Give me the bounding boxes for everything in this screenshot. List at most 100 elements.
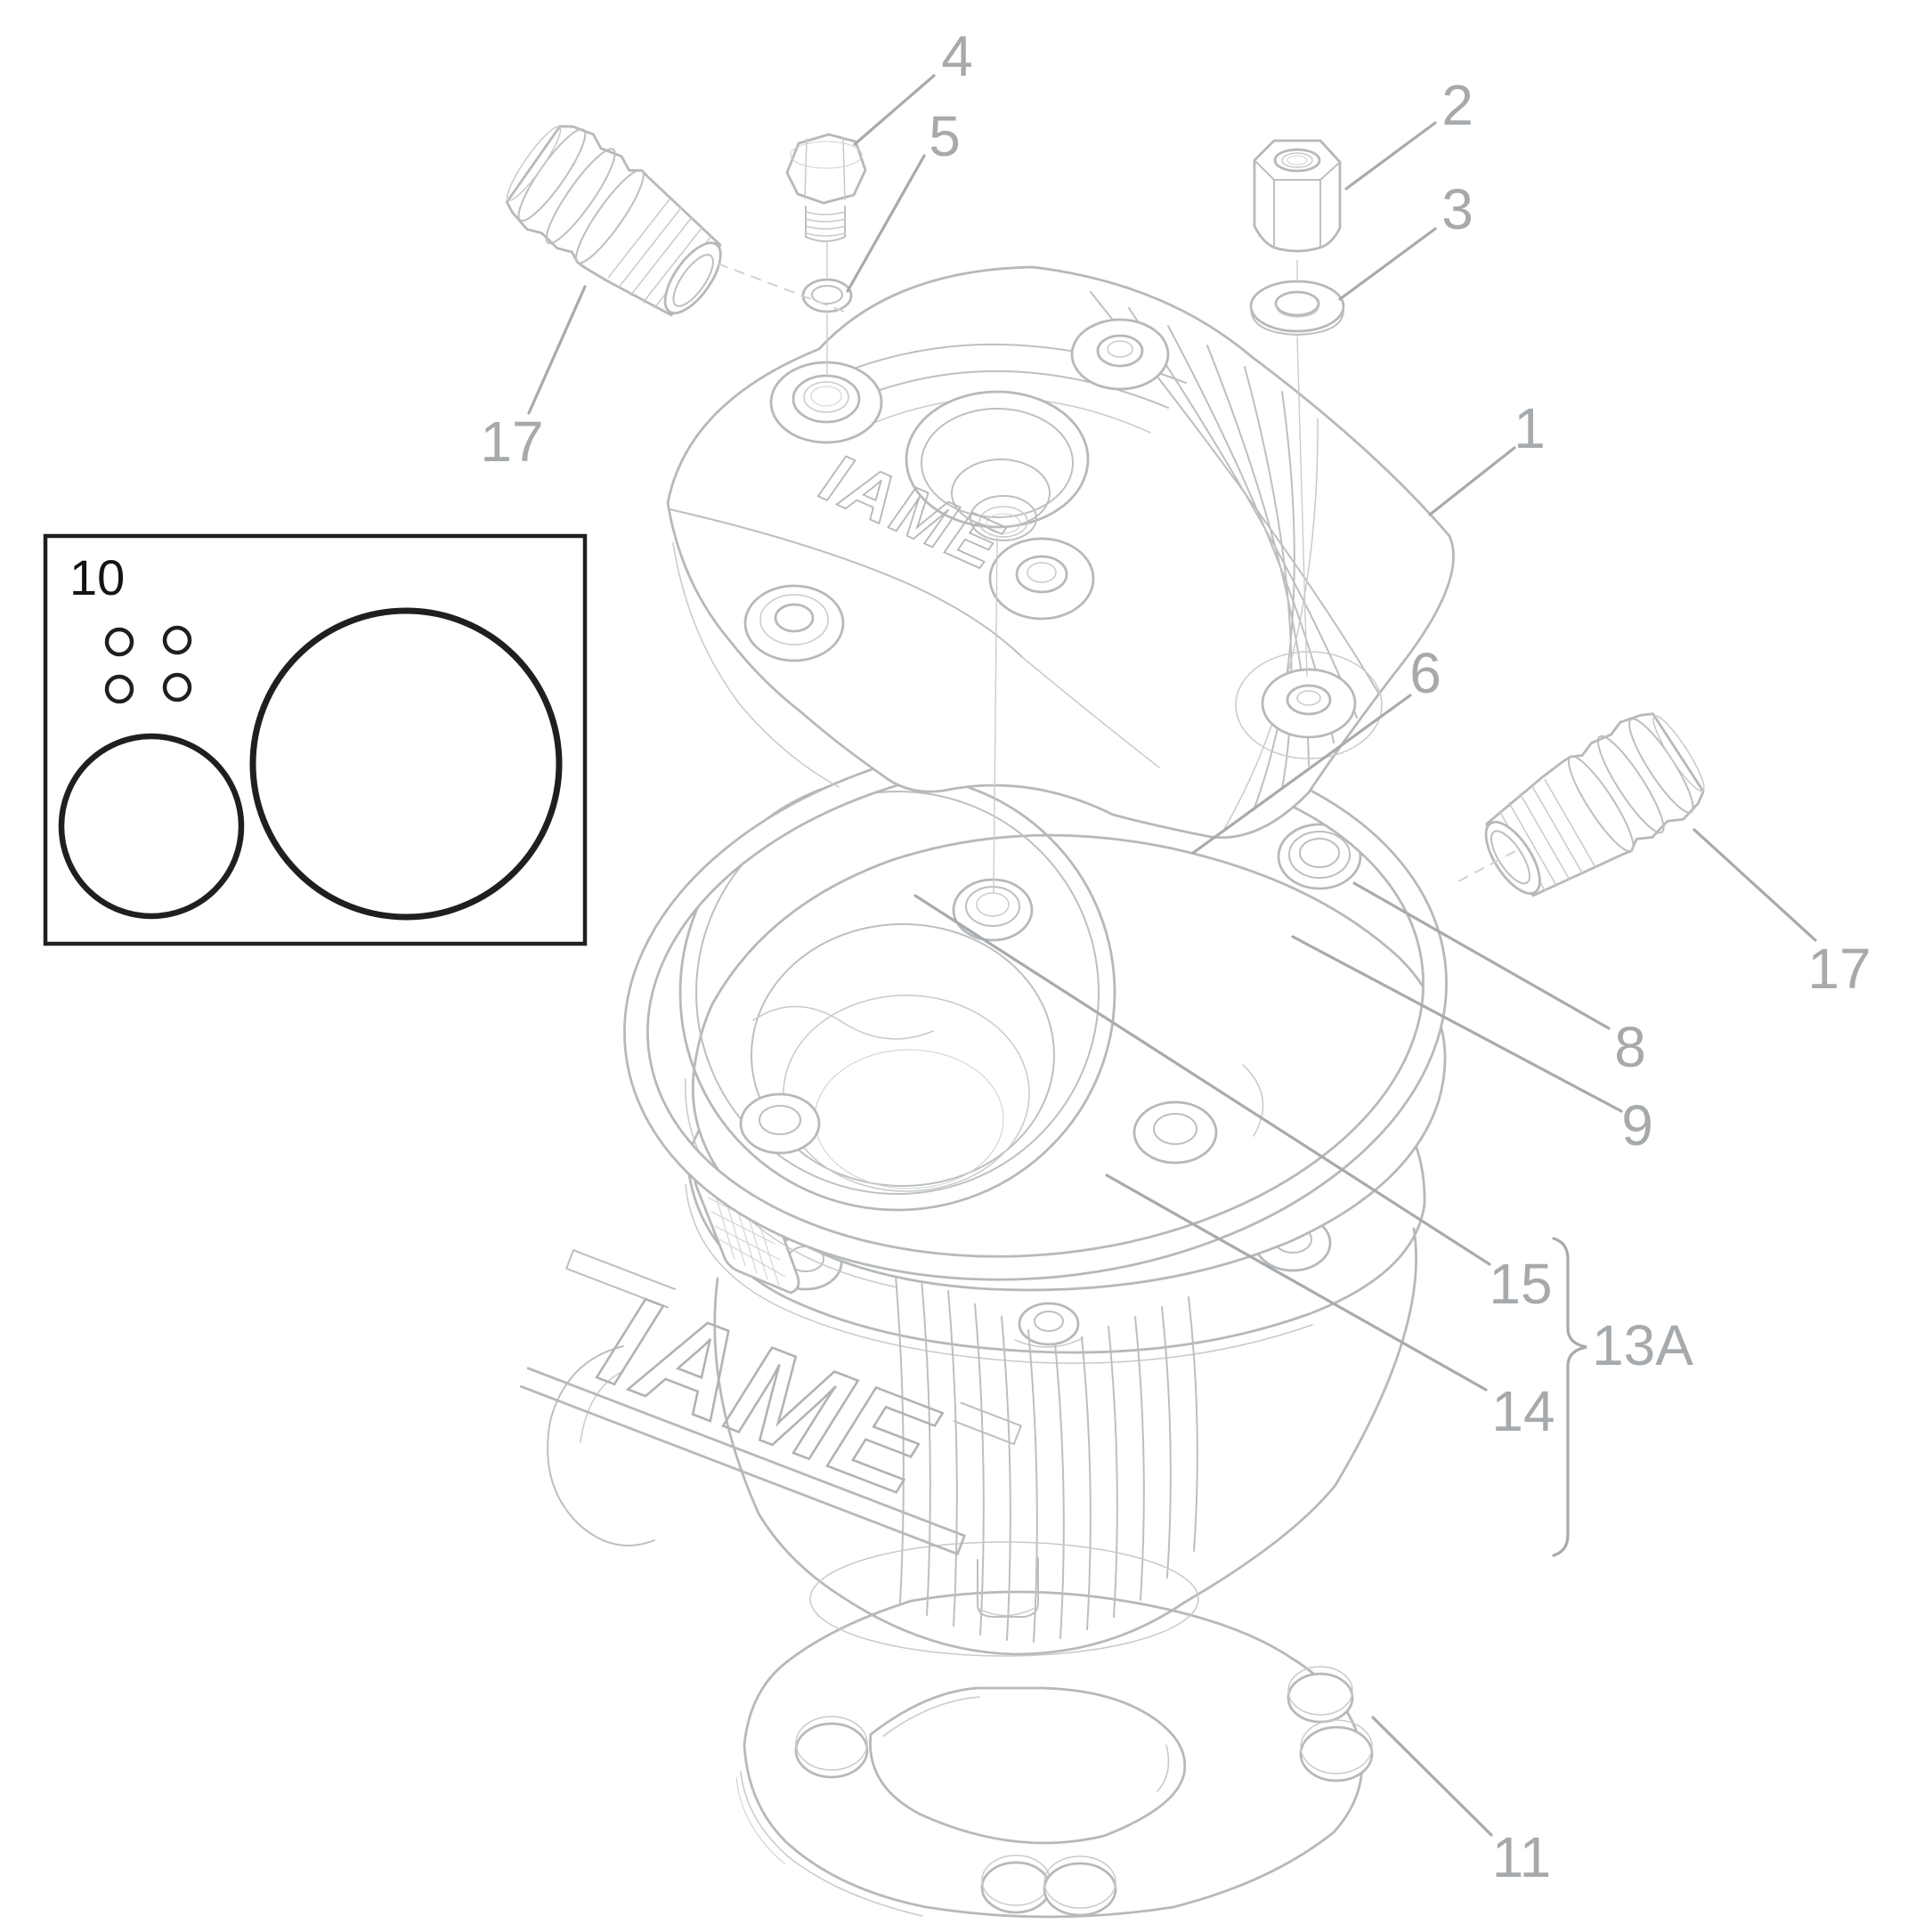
drawing-line [869, 1686, 1187, 1845]
drawing-line [1567, 755, 1635, 853]
callout-label-5: 5 [929, 104, 961, 168]
drawing-line [1096, 334, 1144, 368]
callout-label-13a: 13A [1592, 1313, 1693, 1377]
drawing-line [1235, 651, 1383, 759]
spark-plug-funnel [905, 390, 1090, 541]
callout-label-8: 8 [1614, 1015, 1646, 1079]
drawing-line [850, 369, 1169, 409]
drawing-line [801, 278, 853, 313]
drawing-line [790, 141, 863, 169]
drawing-line [1043, 1862, 1117, 1917]
kit-oring-small-2 [162, 625, 192, 655]
drawing-line [565, 1249, 676, 1309]
drawing-line [1253, 139, 1342, 253]
drawing-line [795, 1716, 868, 1771]
assembly-centerlines [717, 240, 1516, 893]
leader-2 [1344, 121, 1437, 191]
drawing-line [1296, 336, 1308, 678]
drawing-line [882, 1696, 980, 1737]
drawing-line [1275, 304, 1319, 318]
drawing-line [547, 1345, 655, 1546]
part-3-washer [1249, 280, 1345, 337]
drawing-line [1222, 418, 1319, 832]
drawing-line [1652, 715, 1705, 792]
drawing-line [1132, 1100, 1218, 1165]
drawing-line [1182, 1227, 1417, 1604]
drawing-line [977, 1605, 1039, 1617]
part-2-hex-nut [1253, 139, 1342, 253]
drawing-line [791, 374, 861, 424]
leader-5 [846, 154, 926, 293]
leader-1 [1428, 446, 1516, 516]
drawing-line [1188, 1296, 1198, 1552]
part-17-water-fitting-left [505, 125, 722, 317]
cylinder-fins [894, 1264, 1198, 1643]
drawing-line [580, 1370, 624, 1443]
drawing-line [685, 1183, 1313, 1364]
drawing-line [1081, 1336, 1092, 1630]
drawing-line [1296, 690, 1321, 706]
drawing-line [1299, 1725, 1374, 1782]
drawing-line [1253, 391, 1295, 811]
drawing-line [1054, 1343, 1065, 1639]
drawing-line [663, 241, 722, 315]
kit-oring-large [249, 607, 563, 921]
drawing-line [672, 542, 840, 788]
fitting-left-alignment-dash [717, 263, 845, 313]
leader-8 [1352, 881, 1611, 1030]
drawing-line [774, 603, 815, 633]
drawing-line [1014, 1337, 1084, 1348]
leader-17-right [1693, 828, 1817, 942]
callout-label-15: 15 [1489, 1252, 1552, 1316]
drawing-line [840, 1595, 1186, 1656]
leader-14 [1105, 1173, 1488, 1392]
drawing-line [1018, 1302, 1080, 1346]
drawing-line [952, 878, 1034, 942]
drawing-line [1157, 1744, 1170, 1792]
drawing-line [805, 236, 846, 242]
callout-label-3: 3 [1441, 177, 1473, 241]
part-8-small-oring [1277, 823, 1362, 890]
drawing-line [1287, 1672, 1354, 1724]
drawing-line [1281, 152, 1313, 168]
drawing-line [993, 537, 998, 893]
leader-15 [913, 894, 1491, 1266]
drawing-line [970, 495, 1037, 541]
drawing-line [1015, 555, 1068, 594]
drawing-line [809, 1541, 1199, 1657]
kit-box-label: 10 [69, 549, 125, 605]
drawing-line [978, 506, 1028, 538]
drawing-line [894, 1264, 905, 1603]
part-1-head-cover: IAME [666, 265, 1455, 840]
drawing-line [735, 1776, 786, 1865]
drawing-line [1034, 1311, 1064, 1332]
callout-label-17-right: 17 [1807, 937, 1871, 1001]
drawing-line [519, 1367, 966, 1555]
callout-label-4: 4 [941, 24, 973, 88]
drawing-line [1027, 562, 1057, 583]
callout-label-1: 1 [1514, 396, 1546, 460]
drawing-line [739, 1092, 821, 1155]
drawing-line [805, 211, 846, 237]
brace-13a [1552, 1237, 1587, 1557]
drawing-line [1021, 656, 1160, 768]
drawing-line [669, 508, 1023, 658]
drawing-line [1107, 340, 1133, 358]
drawing-line [1596, 735, 1665, 834]
kit-oring-small-1 [104, 627, 134, 657]
drawing-line [1273, 179, 1321, 248]
drawing-line [974, 1303, 985, 1636]
kit-oring-small-3 [104, 674, 134, 704]
drawing-line [977, 1557, 1039, 1618]
callout-label-9: 9 [1621, 1093, 1653, 1157]
callout-labels: 4 5 2 3 17 1 6 17 8 9 15 13A 14 11 [480, 24, 1871, 1889]
leader-17-left [527, 285, 587, 415]
drawing-line [1498, 778, 1596, 892]
drawing-line [1274, 290, 1320, 317]
drawing-line [1300, 1719, 1373, 1774]
drawing-line [921, 1278, 931, 1616]
drawing-line [986, 513, 1021, 534]
leader-9 [1291, 935, 1623, 1113]
